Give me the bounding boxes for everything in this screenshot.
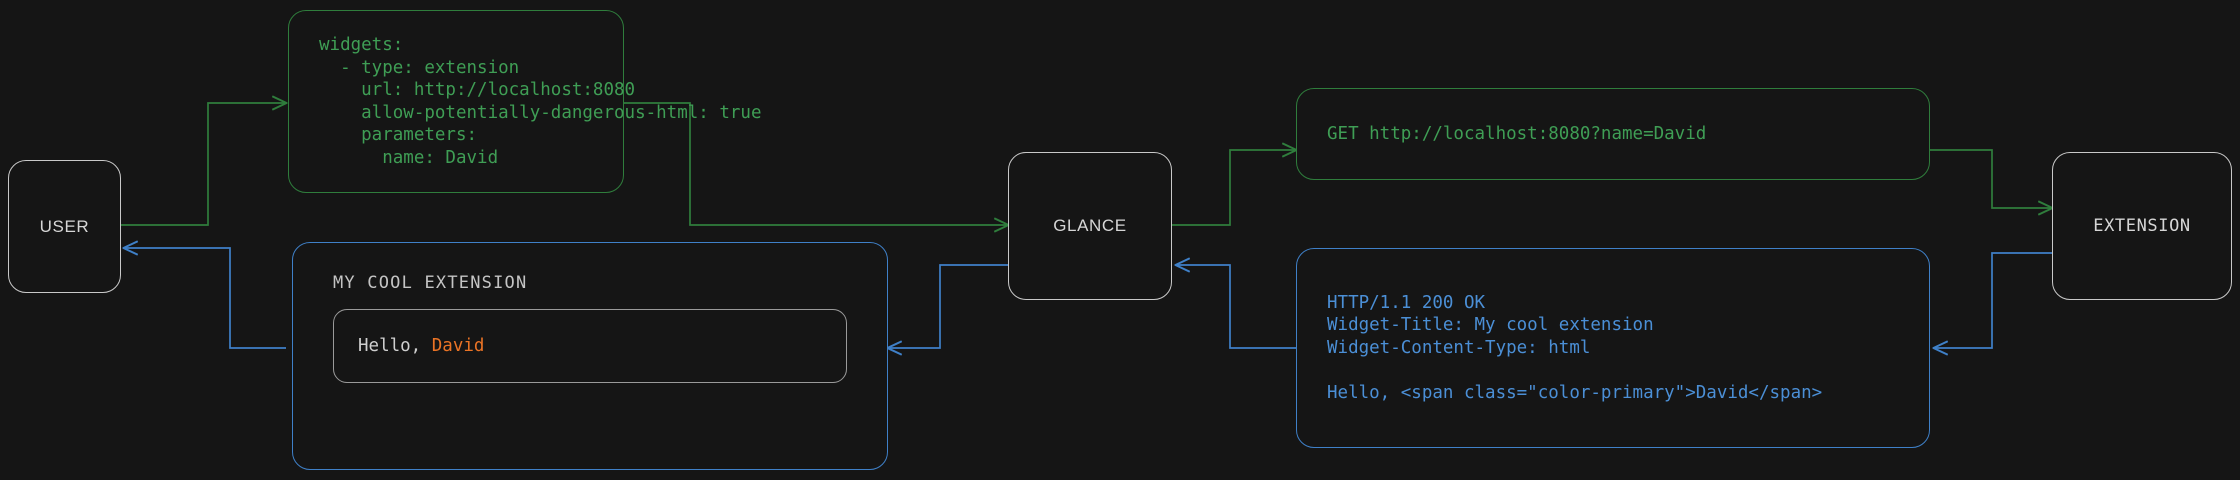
node-extension-label: EXTENSION <box>2093 216 2191 236</box>
edge-glance-to-request <box>1172 150 1296 226</box>
edge-request-to-extension <box>1930 149 2052 208</box>
widget-preview-box: MY COOL EXTENSION Hello, David <box>292 242 888 470</box>
node-glance[interactable]: GLANCE <box>1008 152 1172 300</box>
edge-response-to-glance <box>1176 265 1296 349</box>
config-line: - type: extension <box>319 57 520 78</box>
http-response-line: Hello, <span class="color-primary">David… <box>1327 382 1823 403</box>
http-request-box: GET http://localhost:8080?name=David <box>1296 88 1930 180</box>
http-request-line: GET http://localhost:8080?name=David <box>1327 123 1707 144</box>
http-response-line: Widget-Title: My cool extension <box>1327 315 1654 336</box>
widget-preview-title: MY COOL EXTENSION <box>333 273 528 293</box>
config-line: widgets: <box>319 35 404 55</box>
widget-greeting-name: David <box>431 336 485 356</box>
node-glance-label: GLANCE <box>1053 216 1127 235</box>
edge-extension-to-response <box>1934 252 2052 348</box>
edge-widget-to-user <box>124 248 286 349</box>
config-line: parameters: <box>319 125 478 145</box>
config-line: allow-potentially-dangerous-html: true <box>319 102 762 123</box>
config-line: name: David <box>319 147 499 168</box>
widget-greeting-prefix: Hello, <box>358 336 432 356</box>
config-line: url: http://localhost:8080 <box>319 80 636 100</box>
node-extension[interactable]: EXTENSION <box>2052 152 2232 300</box>
config-yaml-box: widgets: - type: extension url: http://l… <box>288 10 762 193</box>
edge-user-to-config <box>121 103 286 226</box>
node-user-label: USER <box>39 216 90 236</box>
http-response-line-blank <box>1327 359 1899 382</box>
http-response-box: HTTP/1.1 200 OK Widget-Title: My cool ex… <box>1296 248 1930 448</box>
widget-greeting: Hello, David <box>358 336 822 356</box>
http-response-line: HTTP/1.1 200 OK <box>1327 292 1486 313</box>
widget-preview-body: Hello, David <box>333 309 847 383</box>
node-user[interactable]: USER <box>8 160 121 293</box>
http-response-line: Widget-Content-Type: html <box>1327 337 1591 358</box>
edge-glance-to-widget <box>888 264 1008 348</box>
